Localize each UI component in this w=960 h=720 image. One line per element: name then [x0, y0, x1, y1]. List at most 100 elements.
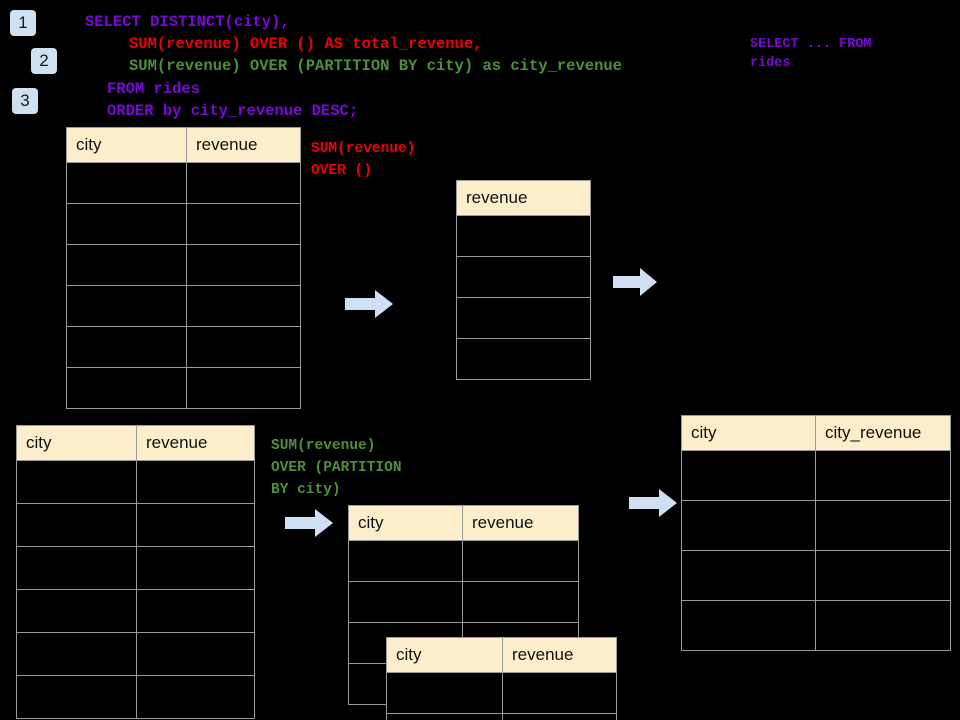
table-row [456, 297, 591, 339]
table-cell [186, 244, 301, 286]
table-cell [186, 285, 301, 327]
table-cell [66, 367, 187, 409]
table-row [681, 450, 951, 501]
step-badge-1: 1 [10, 10, 36, 36]
table-row [66, 244, 301, 286]
column-header-city: city [386, 637, 503, 673]
table-cell [456, 297, 591, 339]
table-cell [16, 460, 137, 504]
table-cell [136, 460, 255, 504]
sql-line-order-by: ORDER by city_revenue DESC; [107, 102, 359, 120]
table-row [16, 632, 255, 676]
table-cell [186, 367, 301, 409]
table-cell [136, 632, 255, 676]
table-row [681, 500, 951, 551]
annotation-select-from-rides: SELECT ... FROM rides [750, 37, 872, 71]
table-row [456, 256, 591, 298]
table-row [66, 326, 301, 368]
table-cell [16, 546, 137, 590]
sql-line-total-revenue: SUM(revenue) OVER () AS total_revenue, [129, 35, 483, 53]
table-cell [462, 581, 579, 623]
table-cell [681, 600, 816, 651]
table-cell [502, 672, 617, 714]
table-cell [456, 215, 591, 257]
table-cell [815, 450, 951, 501]
table-cell [136, 675, 255, 719]
sql-line-city-revenue: SUM(revenue) OVER (PARTITION BY city) as… [129, 57, 622, 75]
table-row [16, 460, 255, 504]
sql-line-from: FROM rides [107, 80, 201, 98]
table-row [66, 367, 301, 409]
table-cell [462, 540, 579, 582]
table-header-row: city revenue [348, 505, 579, 541]
table-cell [502, 713, 617, 720]
table-cell [681, 550, 816, 601]
table-total-revenue: revenue [456, 180, 591, 380]
table-cell [186, 326, 301, 368]
table-row [16, 503, 255, 547]
step-badge-2: 2 [31, 48, 57, 74]
column-header-revenue: revenue [136, 425, 255, 461]
table-cell [66, 285, 187, 327]
table-row [681, 600, 951, 651]
table-cell [66, 244, 187, 286]
table-cell [136, 589, 255, 633]
table-row [348, 540, 579, 582]
table-final-result: city city_revenue [681, 415, 951, 651]
table-cell [815, 550, 951, 601]
table-row [16, 546, 255, 590]
column-header-city: city [16, 425, 137, 461]
table-row [16, 589, 255, 633]
table-cell [386, 672, 503, 714]
table-row [66, 162, 301, 204]
table-cell [681, 450, 816, 501]
table-cell [66, 162, 187, 204]
table-header-row: city revenue [16, 425, 255, 461]
table-cell [136, 546, 255, 590]
column-header-city: city [681, 415, 816, 451]
arrow-right-icon-source-to-total [345, 290, 393, 318]
arrow-right-icon-total-to-final [613, 268, 657, 296]
table-partition-b: city revenue [386, 637, 617, 720]
arrow-right-icon-partition-to-final [629, 489, 677, 517]
table-header-row: city city_revenue [681, 415, 951, 451]
sql-line-select: SELECT DISTINCT(city), [85, 13, 290, 31]
column-header-revenue: revenue [502, 637, 617, 673]
table-cell [16, 675, 137, 719]
table-cell [16, 503, 137, 547]
table-cell [815, 600, 951, 651]
table-row [456, 215, 591, 257]
table-cell [456, 338, 591, 380]
table-row [681, 550, 951, 601]
table-source-top: city revenue [66, 127, 301, 409]
table-cell [16, 589, 137, 633]
column-header-revenue: revenue [462, 505, 579, 541]
table-header-row: city revenue [66, 127, 301, 163]
table-source-bottom: city revenue [16, 425, 255, 719]
table-cell [348, 581, 463, 623]
step-badge-3: 3 [12, 88, 38, 114]
table-row [66, 285, 301, 327]
table-row [16, 675, 255, 719]
column-header-city-revenue: city_revenue [815, 415, 951, 451]
table-cell [186, 162, 301, 204]
table-cell [186, 203, 301, 245]
column-header-city: city [66, 127, 187, 163]
table-cell [815, 500, 951, 551]
column-header-city: city [348, 505, 463, 541]
table-cell [456, 256, 591, 298]
table-row [456, 338, 591, 380]
table-cell [386, 713, 503, 720]
column-header-revenue: revenue [186, 127, 301, 163]
table-header-row: revenue [456, 180, 591, 216]
table-cell [66, 203, 187, 245]
table-cell [136, 503, 255, 547]
table-row [386, 672, 617, 714]
table-cell [16, 632, 137, 676]
table-row [66, 203, 301, 245]
table-row [348, 581, 579, 623]
table-cell [681, 500, 816, 551]
table-header-row: city revenue [386, 637, 617, 673]
table-cell [348, 540, 463, 582]
